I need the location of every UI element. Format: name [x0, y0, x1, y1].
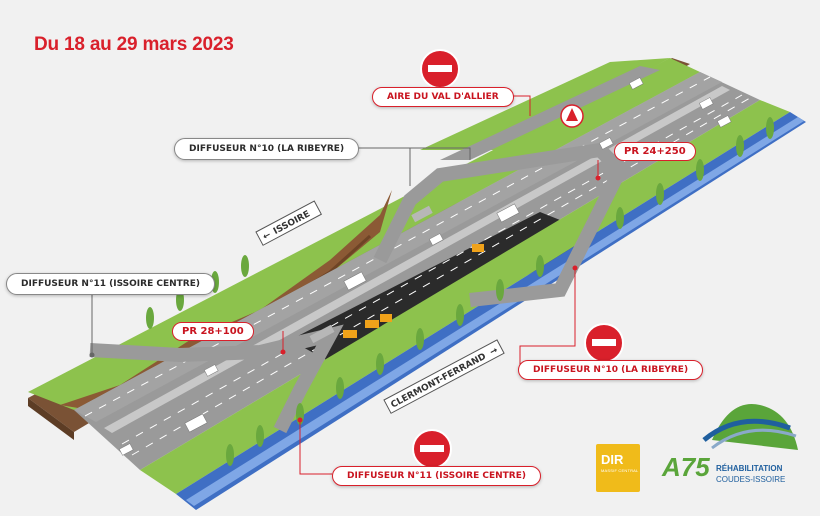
highway — [74, 72, 760, 470]
rest-area — [420, 58, 670, 150]
marker-pr-24-250: PR 24+250 — [614, 142, 696, 161]
a75-logo-line1: RÉHABILITATION — [716, 464, 783, 473]
dir-logo: DIR MASSIF CENTRAL — [596, 444, 640, 492]
callout-diffuseur-10-top: DIFFUSEUR N°10 (LA RIBEYRE) — [174, 138, 360, 160]
rest-area-road — [440, 66, 660, 160]
callout-diffuseur-11-left: DIFFUSEUR N°11 (ISSOIRE CENTRE) — [6, 273, 215, 295]
callout-diffuseur-11-bottom: DIFFUSEUR N°11 (ISSOIRE CENTRE) — [332, 466, 541, 486]
svg-text:←: ← — [261, 230, 273, 243]
callout-aire-val-allier: AIRE DU VAL D'ALLIER — [372, 87, 514, 107]
a75-logo-graphic — [702, 404, 798, 450]
a75-logo-line2: COUDES-ISSOIRE — [716, 475, 786, 484]
terrain-front-edge — [28, 398, 74, 440]
a75-logo-number: A75 — [662, 452, 710, 482]
marker-pr-28-100: PR 28+100 — [172, 322, 254, 341]
no-entry-sign-diffuseur-11 — [412, 429, 452, 469]
no-entry-sign-diffuseur-10 — [584, 323, 624, 363]
leader-lines — [282, 95, 599, 475]
work-machines — [343, 244, 484, 338]
page-title: Du 18 au 29 mars 2023 — [34, 34, 234, 55]
no-entry-sign-aire — [420, 49, 460, 89]
callout-diffuseur-10-right: DIFFUSEUR N°10 (LA RIBEYRE) — [518, 360, 704, 380]
svg-text:→: → — [488, 345, 500, 358]
issoire-sign: ← ISSOIRE — [255, 200, 322, 246]
ramp-diffuseur-10 — [373, 142, 629, 307]
ramp-diffuseur-11 — [89, 324, 344, 434]
vehicles — [118, 77, 732, 456]
